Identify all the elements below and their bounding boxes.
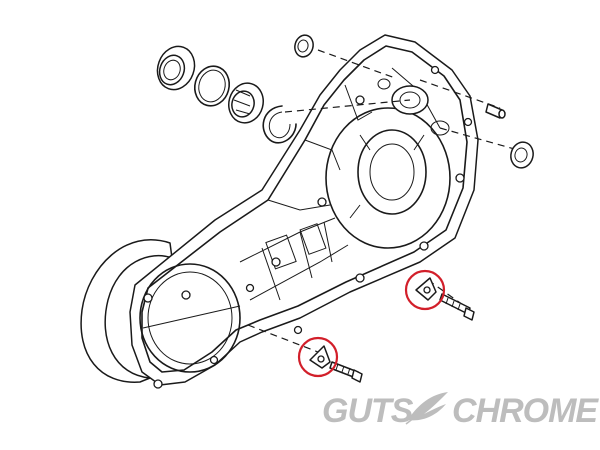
feather-logo-icon [405,392,448,425]
highlight-circle-lower [297,336,339,378]
washer-clip-lower-icon [309,345,331,369]
dowel-pin-icon [485,103,506,119]
assembly-lines [247,49,519,353]
washer-clip-upper-icon [415,277,437,301]
highlight-circle-upper [404,269,446,311]
watermark-word-guts: GUTS [322,392,414,430]
primary-housing [129,34,479,389]
seal-ring-icon [156,45,196,91]
bearing-icon [228,82,264,124]
snap-ring-icon [262,105,297,144]
watermark-logo: GUTS CHROME [322,392,600,430]
highlight-markers [297,269,446,378]
outer-cover-plate [80,239,173,383]
bolt-upper-icon [439,293,475,321]
watermark-word-chrome: CHROME [452,392,599,430]
bushing-icon [294,34,314,58]
seal-ring-right-icon [510,141,534,169]
bolt-lower-icon [329,361,363,383]
retaining-ring-icon [193,65,231,107]
